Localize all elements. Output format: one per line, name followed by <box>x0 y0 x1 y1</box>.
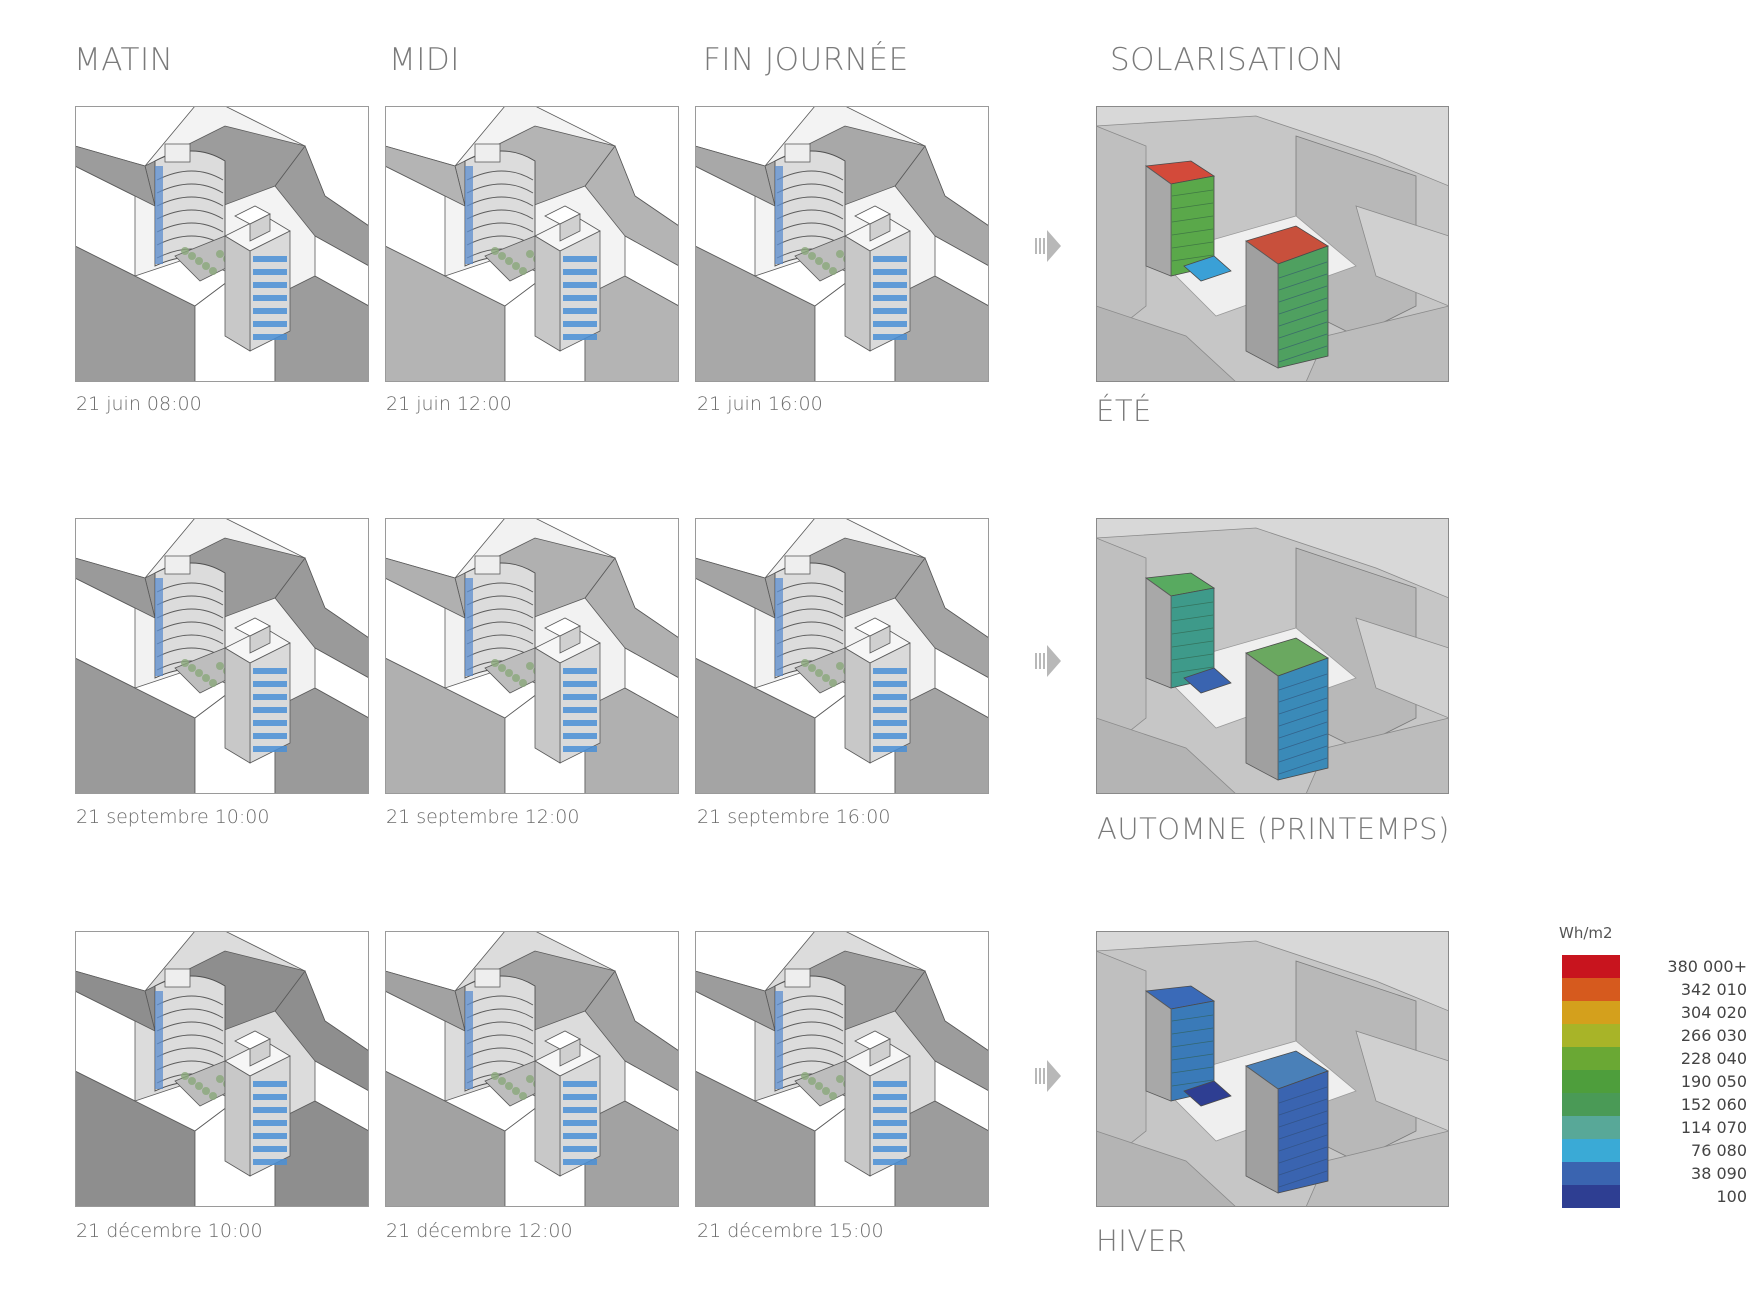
caption-r0-c0: 21 juin 08:00 <box>76 393 202 415</box>
caption-r0-c2: 21 juin 16:00 <box>697 393 823 415</box>
legend-swatch <box>1562 1047 1620 1070</box>
legend-value: 266 030 <box>1680 1026 1747 1045</box>
caption-r2-c2: 21 décembre 15:00 <box>697 1220 884 1242</box>
shadow-study-image <box>385 106 679 382</box>
caption-r2-c1: 21 décembre 12:00 <box>386 1220 573 1242</box>
legend-swatch <box>1562 1185 1620 1208</box>
column-title-noon: MIDI <box>389 42 460 78</box>
legend-swatch <box>1562 955 1620 978</box>
legend-value: 342 010 <box>1680 980 1747 999</box>
season-label-winter: HIVER <box>1096 1224 1188 1258</box>
arrow-right-icon <box>1035 645 1061 677</box>
solarisation-image <box>1096 106 1449 382</box>
caption-r0-c1: 21 juin 12:00 <box>386 393 512 415</box>
arrow-right-icon <box>1035 230 1061 262</box>
legend-swatch <box>1562 1024 1620 1047</box>
shadow-study-image <box>385 931 679 1207</box>
season-label-summer: ÉTÉ <box>1096 394 1152 428</box>
legend-value: 380 000+ <box>1667 957 1747 976</box>
column-title-evening: FIN JOURNÉE <box>703 42 909 78</box>
legend-value: 76 080 <box>1691 1141 1747 1160</box>
legend-value: 228 040 <box>1680 1049 1747 1068</box>
legend-value: 38 090 <box>1691 1164 1747 1183</box>
caption-r1-c2: 21 septembre 16:00 <box>697 806 891 828</box>
arrow-right-icon <box>1035 1060 1061 1092</box>
shadow-study-image <box>695 931 989 1207</box>
solarisation-image <box>1096 931 1449 1207</box>
legend-value: 152 060 <box>1680 1095 1747 1114</box>
legend-value: 100 <box>1716 1187 1747 1206</box>
legend-swatch <box>1562 1070 1620 1093</box>
caption-r1-c1: 21 septembre 12:00 <box>386 806 580 828</box>
legend-swatch <box>1562 1116 1620 1139</box>
legend-value: 114 070 <box>1680 1118 1747 1137</box>
season-label-autumn: AUTOMNE (PRINTEMPS) <box>1097 812 1450 846</box>
caption-r1-c0: 21 septembre 10:00 <box>76 806 270 828</box>
shadow-study-image <box>75 106 369 382</box>
legend-value: 190 050 <box>1680 1072 1747 1091</box>
shadow-study-image <box>695 106 989 382</box>
column-title-morning: MATIN <box>74 42 174 78</box>
shadow-study-image <box>695 518 989 794</box>
shadow-study-image <box>75 518 369 794</box>
legend-swatch <box>1562 978 1620 1001</box>
column-title-solar: SOLARISATION <box>1110 42 1345 78</box>
caption-r2-c0: 21 décembre 10:00 <box>76 1220 263 1242</box>
legend-swatch <box>1562 1162 1620 1185</box>
shadow-study-image <box>75 931 369 1207</box>
legend-unit: Wh/m2 <box>1559 924 1613 942</box>
legend-swatch <box>1562 1093 1620 1116</box>
shadow-study-image <box>385 518 679 794</box>
legend-swatch <box>1562 1139 1620 1162</box>
legend-swatch <box>1562 1001 1620 1024</box>
solarisation-image <box>1096 518 1449 794</box>
legend-value: 304 020 <box>1680 1003 1747 1022</box>
